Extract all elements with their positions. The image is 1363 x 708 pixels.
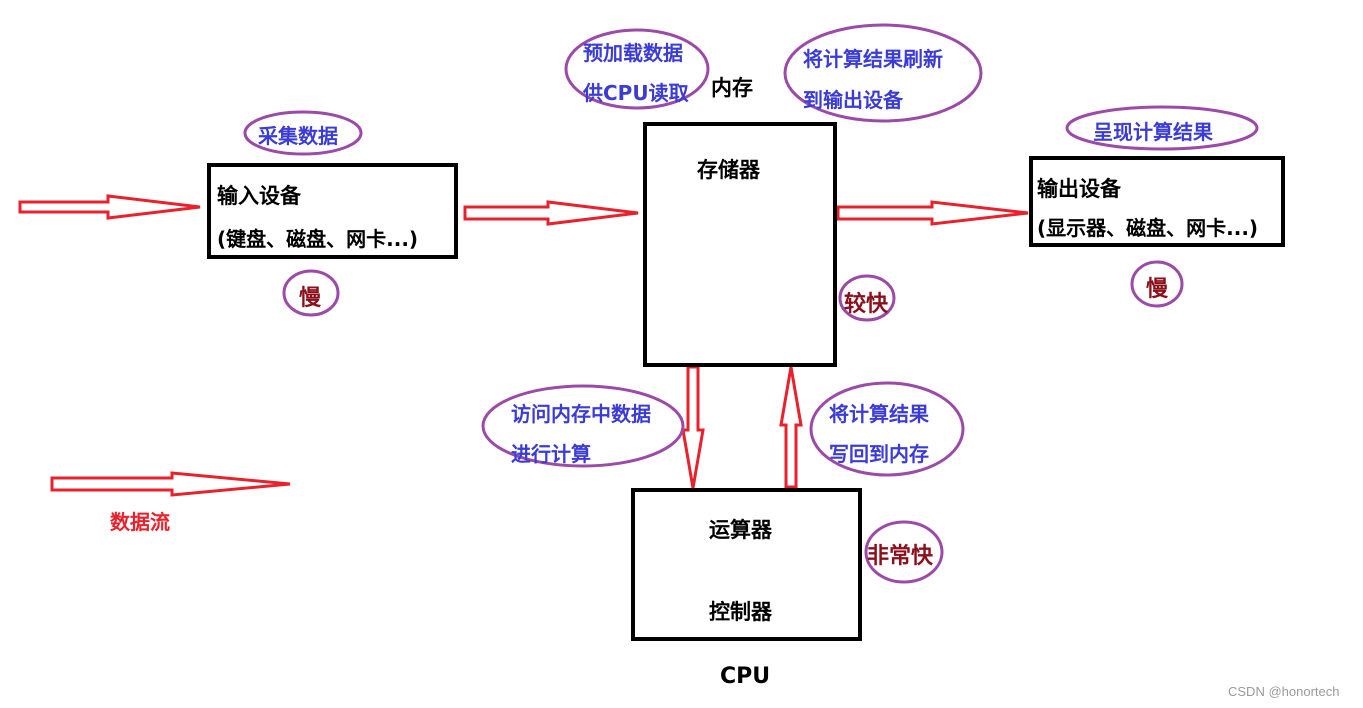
ellipse-collect: [243, 110, 363, 156]
alu-label: 运算器: [709, 518, 772, 542]
ellipse-slow-output: [1130, 260, 1184, 308]
annotation-preload-line2: 供CPU读取: [583, 81, 689, 105]
cpu-caption: CPU: [720, 664, 771, 689]
annotation-writeback-line1: 将计算结果: [829, 402, 929, 426]
annotation-writeback-line2: 写回到内存: [829, 442, 929, 466]
ellipse-preload: [564, 28, 710, 110]
output-device-title: 输出设备: [1037, 177, 1121, 201]
annotation-collect-data: 采集数据: [258, 124, 338, 148]
ellipse-cpu-speed: [864, 520, 944, 584]
annotation-preload-line1: 预加载数据: [583, 41, 683, 65]
output-device-box: 输出设备 (显示器、磁盘、网卡...): [1029, 156, 1285, 247]
legend-data-flow-label: 数据流: [110, 510, 170, 534]
speed-cpu: 非常快: [867, 544, 934, 569]
ellipse-present: [1065, 105, 1259, 151]
memory-heading: 内存: [711, 76, 753, 100]
arrow-cpu-to-memory: [779, 366, 803, 489]
ellipse-memory-speed: [838, 274, 896, 322]
arrow-incoming: [18, 194, 201, 220]
annotation-access-line2: 进行计算: [511, 442, 591, 466]
arrow-legend: [50, 471, 291, 497]
memory-box-label: 存储器: [697, 158, 760, 182]
output-device-subtitle: (显示器、磁盘、网卡...): [1037, 216, 1259, 240]
ellipse-writeback: [809, 381, 965, 477]
speed-memory: 较快: [844, 292, 889, 317]
annotation-flush-line1: 将计算结果刷新: [803, 47, 943, 71]
annotation-flush-line2: 到输出设备: [803, 88, 903, 112]
arrow-memory-to-cpu: [681, 365, 705, 489]
arrow-input-to-memory: [463, 200, 639, 226]
ellipse-slow-input: [282, 269, 340, 317]
ellipse-access: [481, 384, 685, 468]
input-device-subtitle: (键盘、磁盘、网卡...): [217, 227, 419, 251]
annotation-present-result: 呈现计算结果: [1093, 120, 1213, 144]
input-device-title: 输入设备: [217, 184, 301, 208]
memory-box: 存储器: [643, 122, 837, 367]
cpu-box: 运算器 控制器: [631, 488, 862, 641]
speed-output: 慢: [1146, 277, 1169, 302]
control-unit-label: 控制器: [709, 600, 772, 624]
watermark: CSDN @honortech: [1228, 684, 1340, 699]
arrow-memory-to-output: [836, 200, 1029, 226]
annotation-access-line1: 访问内存中数据: [511, 402, 651, 426]
input-device-box: 输入设备 (键盘、磁盘、网卡...): [207, 163, 458, 259]
speed-input: 慢: [299, 286, 322, 311]
ellipse-flush: [783, 23, 983, 123]
